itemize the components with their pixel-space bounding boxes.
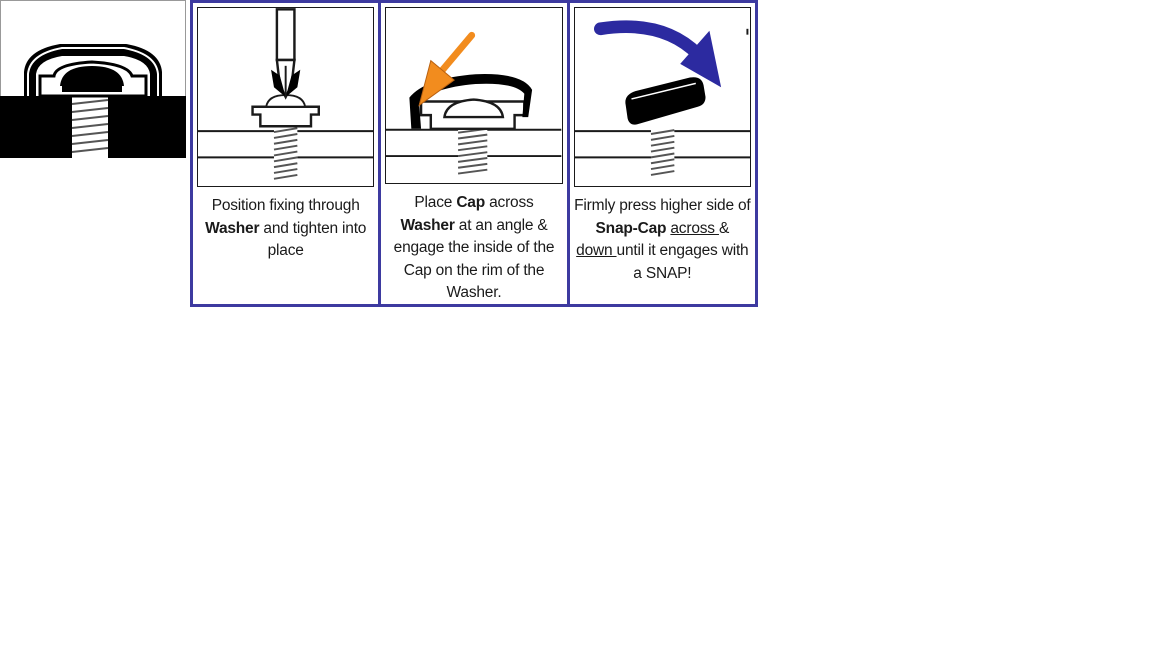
step-2-text-a: Place	[414, 194, 457, 212]
step-3-illustration	[573, 7, 751, 187]
step-2-text-c: at an angle & engage the inside of the C…	[393, 216, 555, 302]
orange-arrow-icon	[418, 31, 476, 107]
snap-cap-icon	[625, 77, 706, 125]
step-3-term-across: across	[670, 219, 719, 237]
step-1-panel: Position fixing through Washer and tight…	[193, 3, 379, 304]
step-1-term-washer: Washer	[205, 219, 260, 237]
step-2-caption: Place Cap across Washer at an angle & en…	[381, 184, 566, 305]
step-3-term-snap-cap: Snap-Cap	[595, 219, 667, 237]
step-1-caption: Position fixing through Washer and tight…	[193, 187, 378, 304]
curved-blue-arrow-icon	[593, 20, 721, 88]
step-3-term-down: down	[576, 242, 617, 259]
step-2-panel: Place Cap across Washer at an angle & en…	[381, 3, 567, 305]
step-1-text-a: Position fixing through	[211, 197, 360, 214]
instruction-panel-frame: Position fixing through Washer and tight…	[190, 0, 758, 307]
step-3-panel: Firmly press higher side of Snap-Cap acr…	[569, 3, 755, 304]
step-3-text-a: Firmly press higher side of	[574, 197, 751, 214]
step-2-term-cap: Cap	[456, 194, 485, 212]
step-2-illustration	[385, 7, 563, 185]
step-3-caption: Firmly press higher side of Snap-Cap acr…	[570, 187, 755, 304]
screwdriver-icon	[271, 8, 301, 100]
step-2-text-b: across	[485, 194, 534, 212]
step-3-text-b: until it engages with a SNAP!	[616, 242, 749, 282]
step-2-term-washer: Washer	[400, 216, 455, 234]
assembled-cap-illustration	[0, 0, 186, 158]
step-1-text-b: and tighten into place	[259, 219, 367, 260]
step-1-illustration	[197, 7, 375, 187]
step-3-text-amp: &	[718, 219, 730, 237]
